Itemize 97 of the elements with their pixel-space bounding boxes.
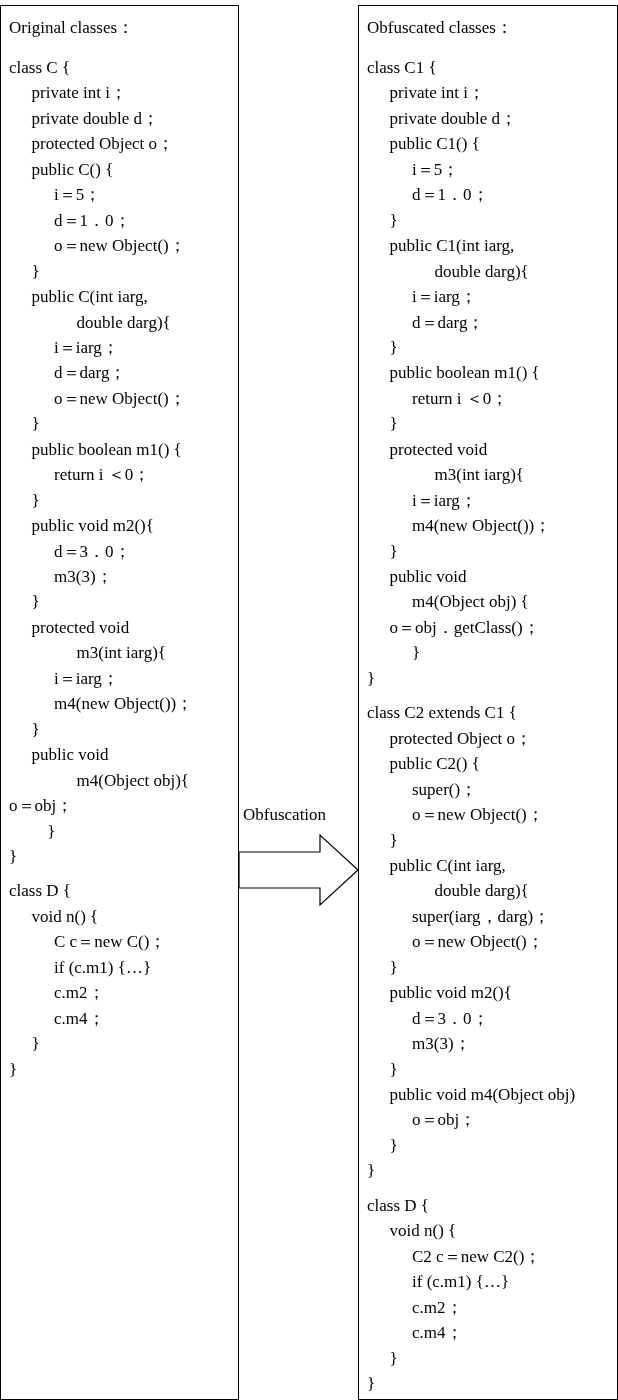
code-line: double darg){: [434, 881, 529, 902]
code-panel: [358, 5, 618, 1400]
code-line: m4(Object obj){: [76, 770, 189, 791]
code-line: protected Object o；: [389, 728, 533, 749]
code-line: }: [9, 846, 18, 867]
code-line: double darg){: [76, 312, 171, 333]
code-line: o＝obj；: [412, 1110, 477, 1131]
code-line: public C1(int iarg,: [389, 236, 515, 257]
code-line: public C(int iarg,: [31, 287, 148, 308]
code-line: }: [389, 1135, 398, 1156]
code-line: o＝new Object()；: [54, 388, 186, 409]
code-line: }: [31, 261, 40, 282]
code-line: public boolean m1() {: [31, 439, 182, 460]
panel-heading: Obfuscated classes：: [367, 18, 513, 38]
code-line: o＝new Object()；: [412, 805, 544, 826]
code-line: return i ＜0；: [54, 465, 151, 486]
code-line: double darg){: [434, 261, 529, 282]
code-line: m3(int iarg){: [434, 465, 525, 486]
code-line: d＝3．0；: [54, 541, 131, 562]
code-line: }: [367, 1161, 376, 1182]
code-line: private double d；: [31, 108, 159, 129]
code-line: private int i；: [31, 83, 127, 104]
code-line: o＝obj；: [9, 796, 74, 817]
code-line: }: [389, 210, 398, 231]
code-line: C c＝new C()；: [54, 932, 167, 953]
code-line: public C2() {: [389, 754, 480, 775]
code-line: }: [31, 490, 40, 511]
code-line: i＝5；: [412, 159, 460, 180]
code-line: class C {: [9, 58, 71, 78]
code-line: }: [389, 337, 398, 358]
code-line: m4(new Object())；: [412, 516, 552, 537]
code-line: m4(Object obj) {: [412, 592, 529, 613]
code-line: i＝iarg；: [412, 287, 477, 308]
code-line: m4(new Object())；: [54, 694, 194, 715]
code-line: d＝darg；: [54, 363, 127, 384]
code-line: public void m2(){: [389, 983, 512, 1004]
code-line: }: [389, 541, 398, 562]
code-line: i＝5；: [54, 185, 102, 206]
code-line: }: [367, 1373, 376, 1394]
code-line: void n() {: [31, 906, 99, 927]
code-line: }: [389, 957, 398, 978]
code-line: class D {: [367, 1195, 429, 1216]
code-line: class C1 {: [367, 58, 437, 78]
code-line: super(iarg，darg)；: [412, 906, 551, 927]
code-line: public C() {: [31, 159, 114, 180]
code-line: void n() {: [389, 1221, 457, 1242]
code-line: public void m4(Object obj): [389, 1085, 576, 1105]
code-line: }: [31, 414, 40, 435]
code-line: o＝obj．getClass()；: [389, 617, 540, 638]
code-line: }: [412, 643, 421, 664]
code-line: }: [389, 414, 398, 435]
code-line: m3(3)；: [412, 1034, 471, 1055]
code-line: d＝1．0；: [54, 210, 131, 231]
code-line: i＝iarg；: [412, 490, 477, 511]
code-line: }: [389, 830, 398, 851]
code-line: if (c.m1) {…}: [54, 957, 152, 978]
code-line: }: [389, 1059, 398, 1080]
code-line: c.m4；: [412, 1323, 463, 1344]
code-line: C2 c＝new C2()；: [412, 1246, 542, 1267]
code-line: i＝iarg；: [54, 668, 119, 689]
code-line: d＝darg；: [412, 312, 485, 333]
code-line: }: [47, 821, 56, 842]
code-line: m3(3)；: [54, 567, 113, 587]
block-arrow: [238, 833, 359, 907]
code-line: public void m2(){: [31, 516, 154, 537]
code-line: d＝3．0；: [412, 1008, 489, 1029]
code-line: public void: [31, 745, 109, 766]
code-line: public boolean m1() {: [389, 363, 540, 384]
code-line: public void: [389, 567, 467, 587]
code-line: d＝1．0；: [412, 185, 489, 206]
code-line: o＝new Object()；: [412, 932, 544, 953]
code-line: }: [31, 592, 40, 613]
code-line: }: [9, 1059, 18, 1080]
code-line: public C(int iarg,: [389, 855, 506, 876]
code-line: }: [31, 1034, 40, 1055]
code-line: }: [389, 1348, 398, 1369]
code-line: return i ＜0；: [412, 388, 509, 409]
code-line: c.m2；: [412, 1297, 463, 1318]
code-line: c.m2；: [54, 983, 105, 1004]
code-line: super()；: [412, 779, 478, 800]
panel-heading: Original classes：: [9, 18, 135, 38]
code-line: o＝new Object()；: [54, 236, 186, 257]
code-line: class D {: [9, 881, 71, 902]
code-line: private double d；: [389, 108, 517, 129]
code-line: c.m4；: [54, 1008, 105, 1029]
code-line: i＝iarg；: [54, 337, 119, 358]
code-line: m3(int iarg){: [76, 643, 167, 664]
code-line: public C1() {: [389, 134, 480, 155]
code-line: class C2 extends C1 {: [367, 703, 517, 724]
code-line: }: [367, 668, 376, 689]
code-line: protected void: [31, 617, 130, 638]
code-line: private int i；: [389, 83, 485, 104]
code-line: protected void: [389, 439, 488, 460]
code-line: }: [31, 719, 40, 740]
code-panel: [0, 5, 239, 1400]
code-line: if (c.m1) {…}: [412, 1272, 510, 1293]
code-line: protected Object o；: [31, 134, 175, 155]
